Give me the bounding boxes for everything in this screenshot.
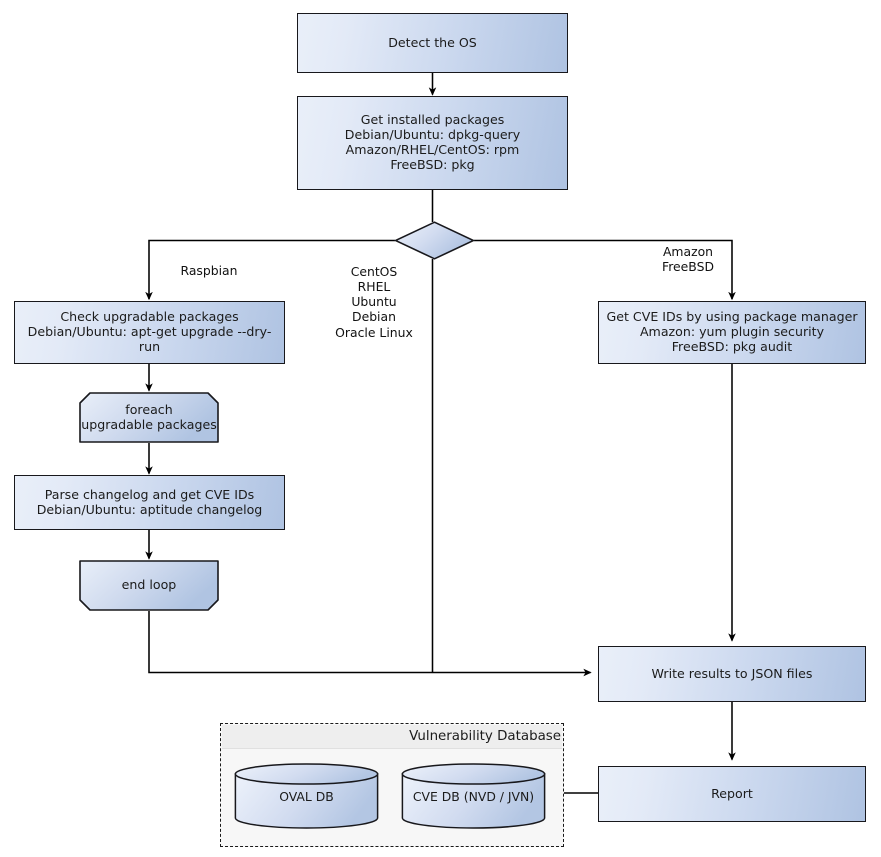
edge-label-center-distros: CentOS RHEL Ubuntu Debian Oracle Linux [335, 264, 413, 340]
db-oval-label: OVAL DB [279, 789, 334, 804]
node-get-installed-packages-label: Get installed packages Debian/Ubuntu: dp… [344, 112, 521, 172]
node-end-loop[interactable]: end loop [79, 560, 219, 611]
group-vulnerability-database-title: Vulnerability Database [409, 729, 561, 744]
node-report[interactable]: Report [598, 766, 866, 822]
node-foreach-loop[interactable]: foreach upgradable packages [79, 392, 219, 443]
node-get-cve-ids-pkgmgr[interactable]: Get CVE IDs by using package manager Ama… [598, 301, 866, 364]
db-cve[interactable]: CVE DB (NVD / JVN) [401, 763, 546, 829]
db-cve-label: CVE DB (NVD / JVN) [412, 789, 535, 804]
node-check-upgradable-label: Check upgradable packages Debian/Ubuntu:… [27, 309, 272, 354]
node-check-upgradable[interactable]: Check upgradable packages Debian/Ubuntu:… [14, 301, 285, 364]
node-get-cve-ids-pkgmgr-label: Get CVE IDs by using package manager Ama… [606, 309, 858, 354]
edge-endloop-to-write [148, 611, 592, 677]
node-get-installed-packages[interactable]: Get installed packages Debian/Ubuntu: dp… [297, 96, 568, 190]
node-foreach-loop-label: foreach upgradable packages [81, 401, 217, 432]
node-detect-os-label: Detect the OS [388, 34, 477, 50]
db-oval[interactable]: OVAL DB [234, 763, 379, 829]
node-write-results-label: Write results to JSON files [651, 665, 813, 681]
node-write-results[interactable]: Write results to JSON files [598, 646, 866, 702]
node-parse-changelog[interactable]: Parse changelog and get CVE IDs Debian/U… [14, 475, 285, 530]
edge-label-raspbian: Raspbian [180, 263, 238, 278]
node-os-decision[interactable] [394, 221, 475, 260]
node-report-label: Report [711, 785, 753, 801]
node-detect-os[interactable]: Detect the OS [297, 13, 568, 73]
edge-label-amazon-freebsd: Amazon FreeBSD [662, 244, 714, 275]
node-os-decision-label [394, 221, 475, 260]
node-end-loop-label: end loop [121, 577, 177, 593]
node-parse-changelog-label: Parse changelog and get CVE IDs Debian/U… [36, 486, 263, 517]
group-vulnerability-database-title-band: Vulnerability Database [222, 725, 562, 749]
